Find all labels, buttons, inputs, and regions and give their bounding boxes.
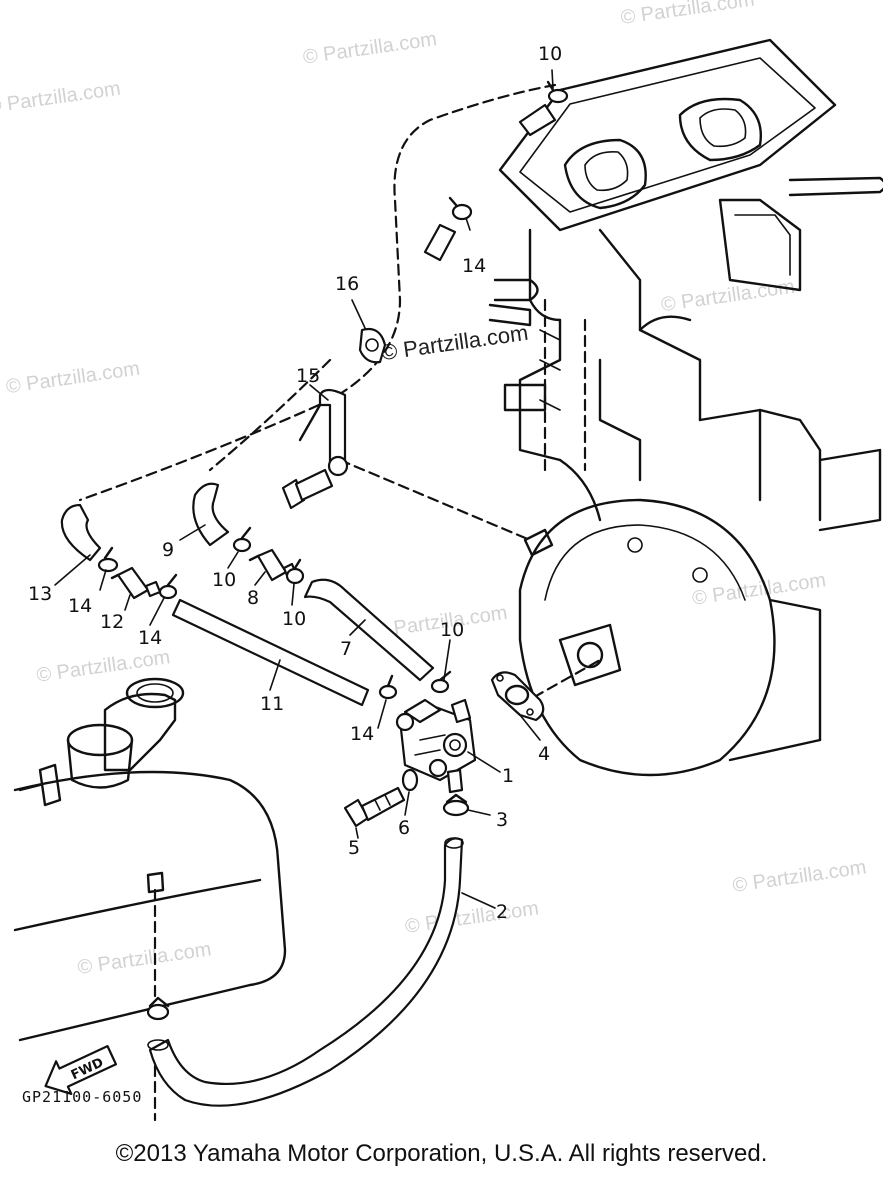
- gasket-4: [490, 671, 545, 722]
- callout-4: 4: [538, 743, 550, 765]
- callout-6: 6: [398, 817, 410, 839]
- callout-14: 14: [350, 723, 374, 745]
- callout-15: 15: [296, 365, 320, 387]
- callout-11: 11: [260, 693, 284, 715]
- washer-6: [401, 768, 419, 792]
- watermark-text-overlay: © Partzilla.com: [379, 320, 529, 365]
- watermark-text: © Partzilla.com: [619, 0, 756, 29]
- hose-2-end: [147, 1039, 169, 1051]
- copyright-text: ©2013 Yamaha Motor Corporation, U.S.A. A…: [115, 1140, 768, 1167]
- hose-upper-a: [518, 103, 557, 137]
- watermark-text: © Partzilla.com: [404, 897, 541, 938]
- hose-13: [60, 503, 102, 562]
- clip-16: [358, 327, 387, 364]
- clamps: [97, 80, 569, 1021]
- watermark-text: © Partzilla.com: [5, 358, 142, 399]
- callout-13: 13: [28, 583, 52, 605]
- fuel-cock-1: [395, 698, 477, 794]
- hose-9: [192, 482, 230, 547]
- watermark-text: © Partzilla.com: [0, 78, 122, 119]
- diagram-code: GP21100-6050: [22, 1088, 142, 1106]
- hose-2-end: [444, 837, 464, 849]
- hose-11: [171, 598, 370, 707]
- watermark-text: © Partzilla.com: [660, 276, 797, 317]
- watermark-text: © Partzilla.com: [731, 856, 868, 897]
- watermarks: © Partzilla.com © Partzilla.com © Partzi…: [0, 0, 868, 979]
- bolt-5: [343, 786, 406, 828]
- callout-14: 14: [138, 627, 162, 649]
- callout-16: 16: [335, 273, 359, 295]
- callout-2: 2: [496, 901, 508, 923]
- bracket-15: [298, 388, 349, 477]
- clamp-3: [442, 793, 470, 817]
- callout-14: 14: [462, 255, 486, 277]
- callout-10: 10: [440, 619, 464, 641]
- callouts: 10 14 16 15 13 14 12 14 9 10 8 10 7 11 1…: [28, 43, 562, 923]
- hose-2: [148, 837, 464, 1107]
- engine-block: [488, 38, 883, 777]
- hose-7: [303, 578, 435, 682]
- watermark-text: © Partzilla.com: [76, 938, 213, 979]
- callout-7: 7: [340, 638, 352, 660]
- callout-1: 1: [502, 765, 514, 787]
- fuel-tank: [13, 677, 287, 1042]
- callout-8: 8: [247, 587, 259, 609]
- callout-3: 3: [496, 809, 508, 831]
- leader-lines: [54, 69, 554, 909]
- callout-10: 10: [212, 569, 236, 591]
- filter-12: [110, 566, 162, 600]
- hose-upper-b: [423, 223, 457, 262]
- callout-9: 9: [162, 539, 174, 561]
- callout-5: 5: [348, 837, 360, 859]
- callout-10: 10: [282, 608, 306, 630]
- callout-12: 12: [100, 611, 124, 633]
- callout-10: 10: [538, 43, 562, 65]
- callout-14: 14: [68, 595, 92, 617]
- watermark-text: © Partzilla.com: [35, 646, 172, 687]
- watermark-text: © Partzilla.com: [302, 28, 439, 69]
- bolt-bracket: [281, 468, 334, 510]
